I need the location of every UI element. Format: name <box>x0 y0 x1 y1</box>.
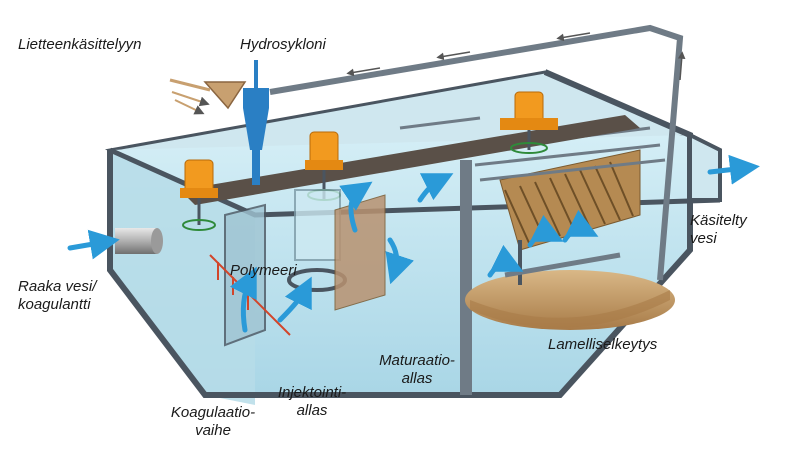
flow-arrow-lam-3 <box>487 244 524 278</box>
label-treated-line2: vesi <box>690 230 717 247</box>
hydrocyclone <box>243 60 269 185</box>
label-polymer: Polymeeri <box>230 262 297 279</box>
injection-drafttube <box>287 189 347 292</box>
label-raw-water-line1: Raaka vesi/ <box>18 278 97 295</box>
label-injection-line2: allas <box>296 402 328 419</box>
label-coagulation-line1: Koagulaatio- <box>170 404 256 421</box>
label-maturation-line2: allas <box>401 370 433 387</box>
label-hydrocyclone: Hydrosykloni <box>240 36 326 53</box>
label-lamella: Lamelliselkeytys <box>548 336 658 353</box>
outlet-box <box>688 131 722 202</box>
label-coagulation: Koagulaatio- vaihe <box>154 404 272 440</box>
flow-arrow-lam-1 <box>527 214 564 248</box>
flow-arrow-outlet <box>707 154 760 185</box>
flow-arrow-inlet <box>67 229 120 260</box>
flow-arrows <box>67 154 760 333</box>
label-coagulation-line2: vaihe <box>195 422 231 439</box>
mixer-coagulation <box>180 159 218 231</box>
tank-front-face <box>110 150 255 405</box>
label-sludge-handling: Lietteenkäsittelyyn <box>18 36 142 53</box>
sludge-cone <box>470 290 670 328</box>
label-treated-water: Käsitelty vesi <box>690 212 747 248</box>
partition-wall-1 <box>460 160 472 395</box>
label-injection-line1: Injektointi- <box>277 384 347 401</box>
label-injection: Injektointi- allas <box>260 384 364 420</box>
sludge-pipe <box>169 78 211 92</box>
flow-arrow-coag-up <box>229 266 257 333</box>
label-raw-water-line2: koagulantti <box>18 296 91 313</box>
flow-arrow-inject <box>277 276 312 323</box>
mixer-lamella <box>500 91 558 154</box>
recirculation-pipe <box>269 24 684 281</box>
label-maturation-line1: Maturaatio- <box>379 352 455 369</box>
maturation-baffle <box>334 194 386 311</box>
flow-arrow-lam-2 <box>562 209 599 243</box>
flow-arrow-mat-3 <box>385 237 414 285</box>
inlet-pipe <box>115 228 163 254</box>
label-raw-water: Raaka vesi/ koagulantti <box>18 278 96 314</box>
flow-arrow-mat-1 <box>339 181 373 233</box>
flow-arrow-mat-2 <box>417 173 454 203</box>
label-maturation: Maturaatio- allas <box>362 352 472 388</box>
walkway-beam <box>180 115 640 205</box>
label-treated-line1: Käsitelty <box>690 212 747 229</box>
sludge-funnel <box>203 81 247 110</box>
